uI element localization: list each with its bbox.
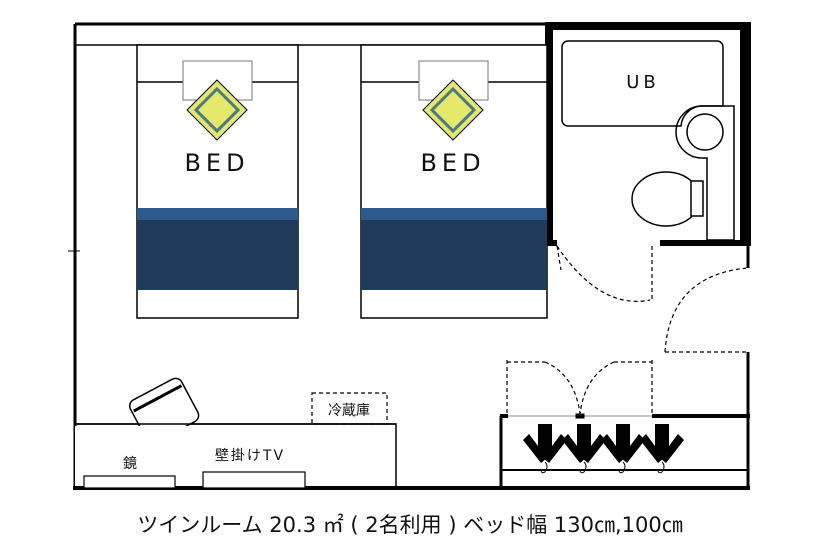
bed-label: BED: [420, 149, 485, 177]
wall-tv: [202, 471, 306, 489]
hanger-icon: [601, 424, 645, 474]
bed-2: BED: [360, 44, 548, 319]
bathroom-door[interactable]: [556, 245, 653, 302]
bathtub: [561, 40, 724, 127]
entrance-door[interactable]: [664, 267, 749, 353]
entrance-opening: [746, 268, 750, 352]
closet-doors[interactable]: [506, 360, 653, 415]
hanger-icon: [640, 424, 684, 474]
bed-label: BED: [184, 149, 249, 177]
fridge: 冷蔵庫: [311, 392, 388, 425]
tv-label: 壁掛けTV: [215, 448, 285, 464]
hanger-icon: [562, 424, 606, 474]
pillow-diamond-icon: [186, 79, 248, 141]
toilet-icon: [631, 171, 704, 227]
bathroom-label: UB: [626, 72, 660, 93]
hanger-icon: [523, 424, 567, 474]
sink-icon: [675, 105, 735, 241]
bed-1: BED: [136, 44, 299, 319]
mirror-label: 鏡: [123, 456, 137, 472]
pillow-diamond-icon: [422, 79, 484, 141]
mirror: [83, 475, 176, 489]
fridge-label: 冷蔵庫: [328, 402, 370, 419]
bathroom-walls: [545, 22, 751, 246]
room-caption: ツインルーム 20.3 ㎡ ( 2名利用 ) ベッド幅 130㎝,100㎝: [137, 513, 682, 537]
hangers-icon: [523, 424, 684, 474]
